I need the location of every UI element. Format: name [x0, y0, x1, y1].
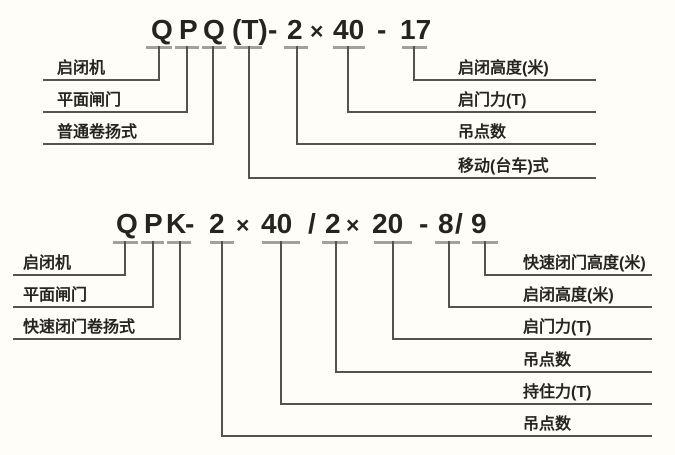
diagram-label: 移动(台车)式	[458, 158, 549, 175]
connector-vertical-line	[248, 46, 250, 179]
code-part: 8	[438, 208, 454, 239]
leader-line	[280, 403, 652, 405]
diagram-label: 启门力(T)	[458, 92, 527, 109]
leader-line	[43, 111, 187, 113]
code-part: P	[144, 208, 163, 239]
connector-vertical-line	[152, 241, 154, 308]
leader-line	[13, 338, 181, 340]
diagram-label: 启闭机	[57, 60, 106, 77]
code-part: 40	[333, 14, 365, 45]
code-part: K	[166, 208, 187, 239]
connector-vertical-line	[179, 241, 181, 340]
leader-line	[221, 435, 652, 437]
code-part: 2	[325, 208, 341, 239]
leader-line	[392, 338, 652, 340]
code-part: Q	[151, 14, 173, 45]
connector-vertical-line	[484, 241, 486, 276]
connector-vertical-line	[392, 241, 394, 340]
code-part: 40	[261, 208, 293, 239]
code-part: P	[179, 14, 198, 45]
leader-line	[413, 79, 596, 81]
diagram-label: 吊点数	[523, 352, 572, 369]
code-part: (T)	[232, 14, 268, 45]
leader-line	[43, 143, 213, 145]
diagram-label: 普通卷扬式	[57, 124, 138, 141]
leader-line	[248, 177, 596, 179]
leader-line	[13, 274, 126, 276]
code-underline-tick	[202, 46, 226, 49]
code-part: Q	[203, 14, 225, 45]
connector-vertical-line	[124, 241, 126, 276]
diagram-label: 启闭高度(米)	[523, 287, 614, 304]
diagram-label: 平面闸门	[23, 287, 88, 304]
connector-vertical-line	[186, 46, 188, 113]
connector-vertical-line	[413, 46, 415, 81]
leader-line	[43, 79, 159, 81]
code-part: 2	[209, 208, 225, 239]
code-part: Q	[116, 208, 138, 239]
diagram-label: 启闭机	[23, 255, 72, 272]
diagram-label: 快速闭门卷扬式	[23, 319, 136, 336]
diagram-label: 快速闭门高度(米)	[523, 255, 646, 272]
leader-line	[484, 274, 652, 276]
multiply-sign: ×	[310, 18, 324, 44]
connector-vertical-line	[335, 241, 337, 373]
diagram-label: 平面闸门	[57, 92, 122, 109]
connector-vertical-line	[296, 46, 298, 145]
diagram-label: 启门力(T)	[523, 319, 592, 336]
connector-vertical-line	[158, 46, 160, 81]
code-part: 20	[372, 208, 404, 239]
connector-vertical-line	[448, 241, 450, 308]
diagram-label: 吊点数	[523, 416, 572, 433]
diagram-label: 启闭高度(米)	[458, 60, 549, 77]
code-part: 9	[471, 208, 487, 239]
code-part: -	[185, 208, 195, 239]
code-part: /	[455, 208, 463, 239]
code-part: 17	[400, 14, 432, 45]
leader-line	[448, 306, 652, 308]
code-underline-tick	[333, 46, 365, 49]
connector-vertical-line	[212, 46, 214, 145]
multiply-sign: ×	[236, 212, 250, 238]
leader-line	[13, 306, 154, 308]
code-part: -	[419, 208, 429, 239]
diagram-label: 吊点数	[458, 124, 507, 141]
leader-line	[335, 371, 652, 373]
code-underline-tick	[435, 241, 460, 244]
code-part: /	[308, 208, 316, 239]
code-part: 2	[287, 14, 303, 45]
multiply-sign: ×	[346, 212, 360, 238]
connector-vertical-line	[347, 46, 349, 113]
diagram-label: 持住力(T)	[523, 384, 592, 401]
leader-line	[347, 111, 596, 113]
connector-vertical-line	[221, 241, 223, 437]
code-part: -	[377, 14, 387, 45]
code-part: -	[268, 14, 278, 45]
connector-vertical-line	[280, 241, 282, 405]
leader-line	[296, 143, 596, 145]
